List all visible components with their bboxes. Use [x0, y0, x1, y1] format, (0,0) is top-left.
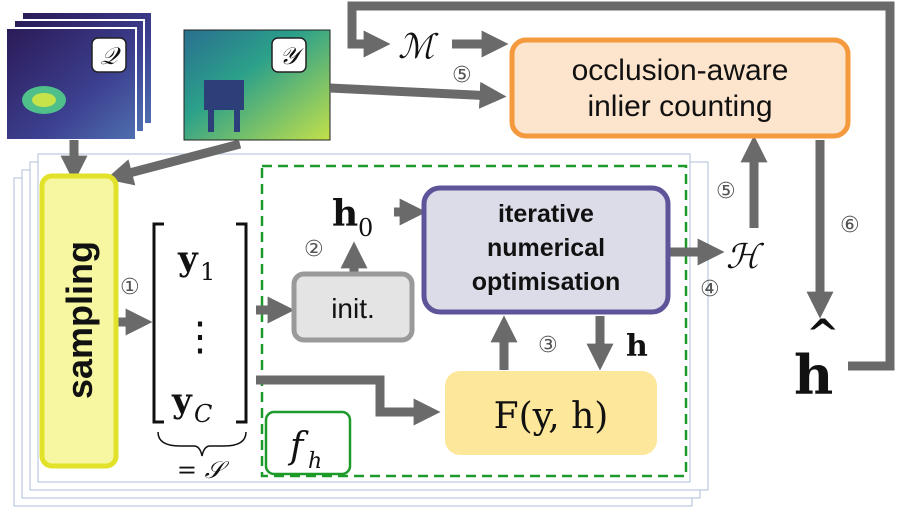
init-label: init. — [331, 293, 375, 324]
objective-box-frame — [445, 371, 657, 455]
step-3: ③ — [538, 333, 558, 358]
arrow-hhat-feedback-to-mask — [347, 1, 895, 371]
q-object-highlight — [32, 93, 56, 107]
fh-dashed-region — [260, 164, 688, 478]
sample-set-label: = 𝒮 — [177, 456, 230, 484]
h-hat-label: h — [794, 343, 833, 407]
h0-sub: 0 — [358, 214, 373, 242]
input-image-y: 𝒴 — [183, 29, 331, 141]
h0-label: h — [332, 193, 358, 235]
inlier-line1: occlusion-aware — [572, 54, 789, 87]
bracket-left — [152, 222, 164, 424]
arrow-y-to-sampling — [105, 139, 242, 186]
step-6: ⑥ — [840, 213, 860, 238]
bracket-right — [236, 222, 248, 424]
sample-last-label: y — [171, 381, 193, 421]
sampling-label: sampling — [59, 241, 100, 399]
y-table-silhouette — [204, 80, 244, 110]
sample-last-sub: C — [194, 400, 212, 428]
underbrace — [157, 431, 247, 457]
arrow-y-to-inlier — [329, 81, 507, 109]
optimisation-box: iterative numerical optimisation — [421, 185, 671, 315]
sample-set: y 1 ⋮ y C = 𝒮 — [152, 222, 248, 484]
arrows — [60, 1, 895, 426]
init-box-frame — [291, 271, 415, 343]
inlier-counting-box: occlusion-aware inlier counting — [509, 37, 851, 139]
sample-first-sub: 1 — [200, 258, 215, 286]
arrow-samples-to-objective — [256, 375, 441, 426]
optimisation-line1: iterative — [498, 200, 594, 228]
objective-label: F(y, h) — [494, 396, 609, 437]
inlier-box-frame — [509, 37, 851, 139]
sample-dots: ⋮ — [180, 314, 220, 360]
y-label-box — [271, 37, 307, 73]
step-5-hypotheses: ⑤ — [716, 179, 736, 204]
init-box: init. — [291, 271, 415, 343]
y-table-leg-right — [234, 108, 240, 132]
mask-label: ℳ — [398, 27, 439, 67]
optimisation-line2: numerical — [487, 234, 605, 262]
step-2: ② — [304, 237, 324, 262]
h-hat-accent: ^ — [806, 311, 840, 358]
h-label: h — [626, 329, 648, 364]
y-table-leg-left — [208, 108, 214, 132]
sampling-box: sampling — [39, 173, 119, 469]
hypotheses-label: ℋ — [726, 237, 765, 277]
fh-sub: h — [308, 449, 322, 474]
optimisation-line3: optimisation — [472, 268, 621, 296]
q-label: 𝒬 — [100, 42, 121, 70]
q-label-box — [91, 37, 127, 73]
step-4: ④ — [700, 277, 720, 302]
objective-box: F(y, h) — [445, 371, 657, 455]
input-image-q-stack: 𝒬 — [5, 11, 153, 141]
sample-first-label: y — [177, 239, 199, 279]
sampling-box-frame — [39, 173, 119, 469]
step-5-mask: ⑤ — [452, 63, 472, 88]
fh-box: f h — [264, 410, 352, 476]
step-1: ① — [120, 275, 140, 300]
inlier-line2: inlier counting — [587, 90, 772, 123]
fh-box-frame — [264, 410, 352, 476]
optimisation-box-frame — [421, 185, 671, 315]
